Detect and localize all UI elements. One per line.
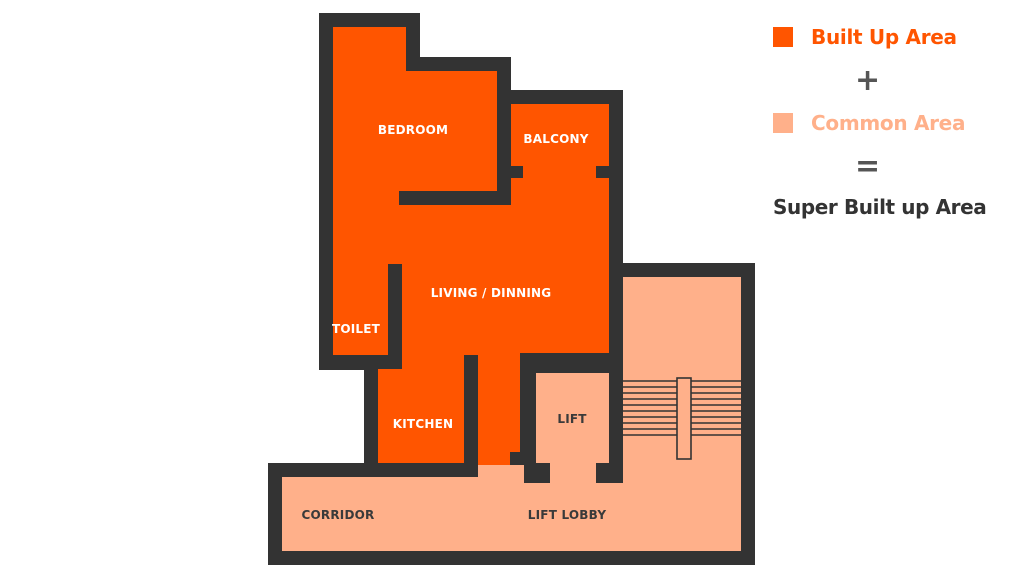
legend-built-up-label: Built Up Area <box>811 25 957 49</box>
room-label-lift-lobby: LIFT LOBBY <box>527 508 607 522</box>
interior-walls <box>319 57 623 473</box>
room-label-living-dining: LIVING / DINNING <box>430 286 552 300</box>
room-label-balcony: BALCONY <box>523 132 589 146</box>
room-label-corridor: CORRIDOR <box>301 508 375 522</box>
equals-icon: = <box>855 149 881 184</box>
legend-common: Common Area <box>773 111 965 135</box>
common-swatch-icon <box>773 113 793 133</box>
lift-door-walls <box>268 373 623 483</box>
plus-icon: + <box>855 63 881 98</box>
staircase <box>623 377 741 460</box>
room-label-kitchen: KITCHEN <box>392 417 454 431</box>
room-label-lift: LIFT <box>557 412 587 426</box>
room-label-bedroom: BEDROOM <box>377 123 449 137</box>
legend: Built Up Area + Common Area = Super Buil… <box>773 0 1023 240</box>
built-up-swatch-icon <box>773 27 793 47</box>
legend-result-label: Super Built up Area <box>773 195 987 219</box>
room-label-toilet: TOILET <box>331 322 381 336</box>
legend-built-up: Built Up Area <box>773 25 957 49</box>
legend-common-label: Common Area <box>811 111 966 135</box>
